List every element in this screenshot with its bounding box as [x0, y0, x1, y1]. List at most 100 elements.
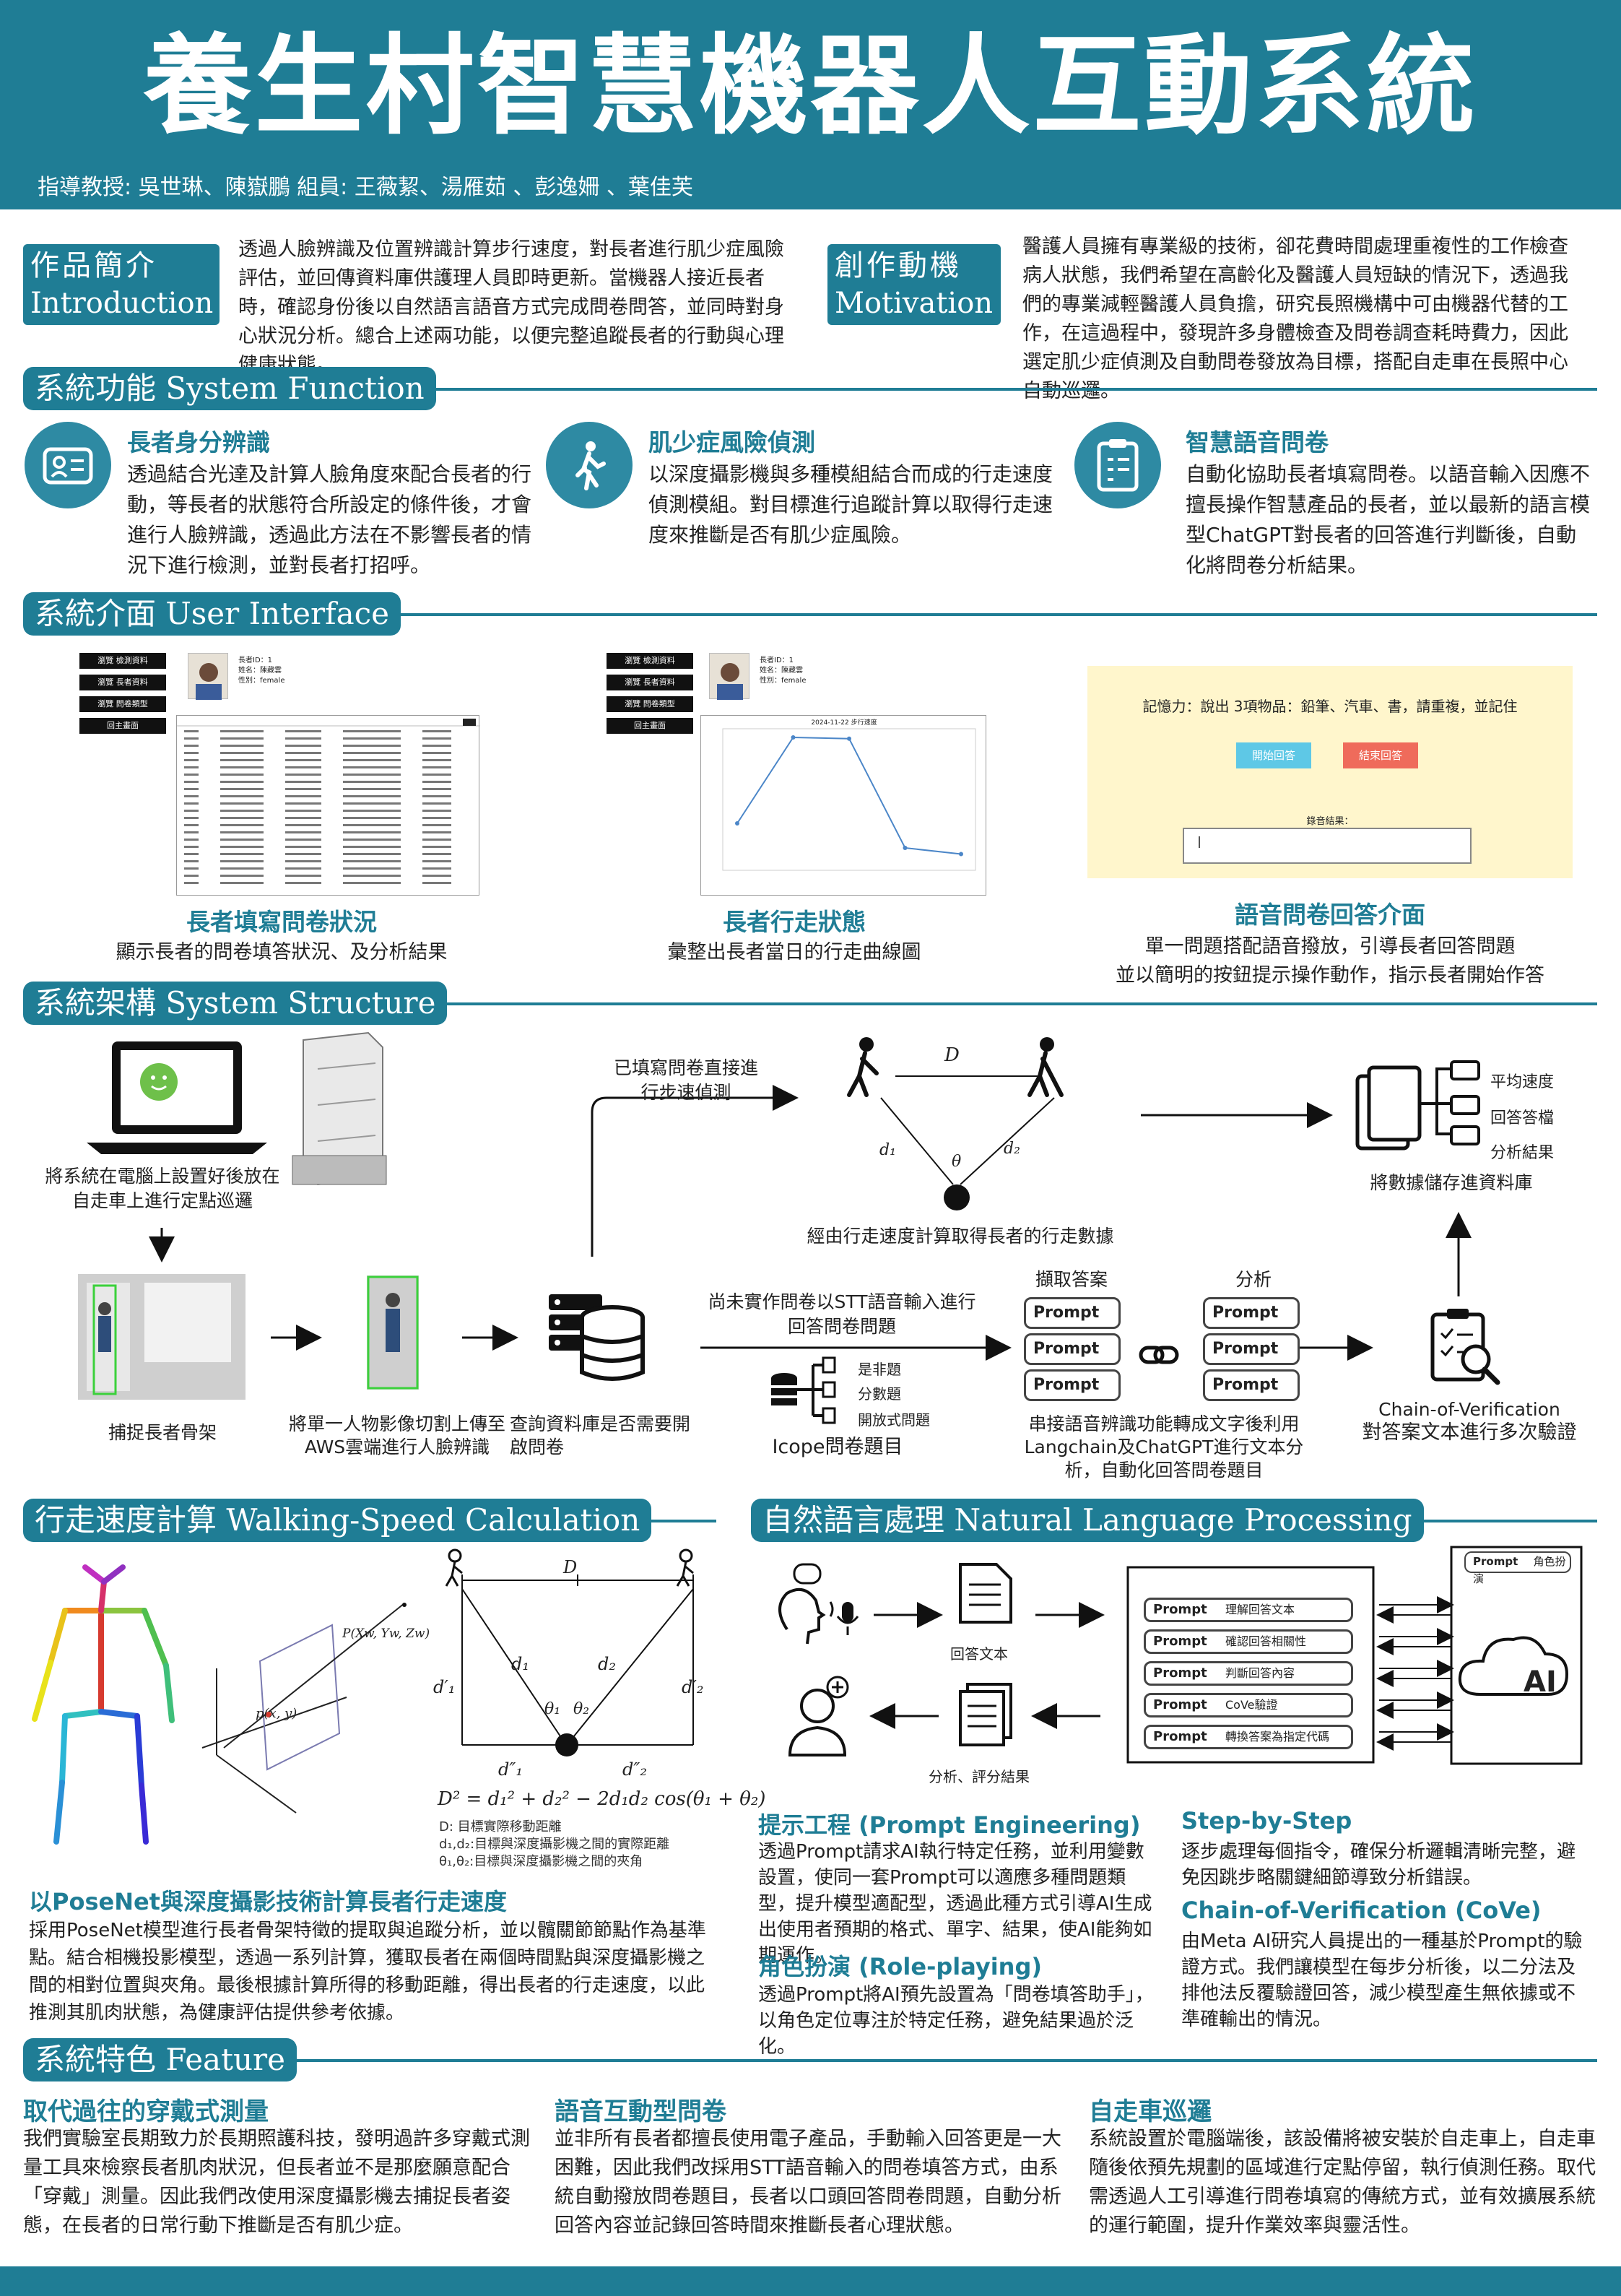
- ui-title-3: 語音問卷回答介面: [1235, 901, 1425, 929]
- image-point-label: p(x, y): [256, 1706, 297, 1721]
- profile-name-label: 姓名：: [238, 667, 260, 675]
- feature-title-3: 自走車巡邏: [1089, 2097, 1212, 2126]
- analysis-docs-icon: [959, 1683, 1012, 1746]
- prompt-text: Prompt: [1153, 1634, 1207, 1649]
- feature-text-2: 並非所有長者都擅長使用電子產品，手動輸入回答更是一大困難，因此我們改採用STT語…: [555, 2128, 1061, 2237]
- calc-d2-label: d₂: [598, 1654, 616, 1674]
- intro-text: 透過人臉辨識及位置辨識計算步行速度，對長者進行肌少症風險評估，並回傳資料庫供護理…: [238, 238, 784, 376]
- pe-title: 提示工程 (Prompt Engineering): [758, 1811, 1141, 1839]
- analyze-prompt-2: Prompt: [1203, 1333, 1300, 1365]
- poster-title: 養生村智慧機器人互動系統: [143, 24, 1478, 150]
- extract-prompt-1: Prompt: [1024, 1297, 1121, 1329]
- elder-photo-2: [709, 653, 749, 700]
- footer-bar: [0, 2266, 1621, 2296]
- motivation-tag: 創作動機 Motivation: [827, 244, 1001, 325]
- intro-tag-zh: 作品簡介: [30, 249, 157, 282]
- end-answer-button[interactable]: 結束回答: [1343, 742, 1418, 768]
- extract-label: 擷取答案: [1035, 1269, 1108, 1290]
- ui-caption-3b: 並以簡明的按鈕提示操作動作，指示長者開始作答: [1116, 964, 1544, 987]
- formula-legend: D: 目標實際移動距離 d₁,d₂:目標與深度攝影機之間的實際距離 θ₁,θ₂:…: [439, 1819, 669, 1871]
- nlp-diagram: [778, 1546, 1583, 1765]
- analyze-prompt-3: Prompt: [1203, 1369, 1300, 1401]
- ui-caption-1: 顯示長者的問卷填答狀況、及分析結果: [116, 941, 448, 963]
- db-caption: 將數據儲存進資料庫: [1370, 1172, 1533, 1193]
- walking-line-chart: [722, 728, 976, 871]
- cove-text: 由Meta AI研究人員提出的一種基於Prompt的驗證方式。我們讓模型在每步分…: [1181, 1931, 1583, 2030]
- formula-legend-1: D: 目標實際移動距離: [439, 1819, 562, 1834]
- formula-legend-2: d₁,d₂:目標與深度攝影機之間的實際距離: [439, 1837, 670, 1852]
- structure-heading: 系統架構 System Structure: [23, 982, 448, 1025]
- laptop-icon: [87, 1041, 267, 1154]
- database-files-icon: [1355, 1060, 1480, 1151]
- icope-true-false: 是非題: [858, 1361, 901, 1378]
- ui-title-1: 長者填寫問卷狀況: [186, 908, 377, 936]
- feature-heading: 系統特色 Feature: [23, 2038, 297, 2081]
- db-item-answers: 回答答檔: [1490, 1109, 1555, 1127]
- calc-d1pp-label: d″₁: [498, 1759, 523, 1780]
- ui-title-2: 長者行走狀態: [723, 908, 866, 936]
- recording-result-label: 錄音結果：: [1306, 816, 1354, 827]
- mini-btn-elders: 瀏覽 長者資料: [79, 675, 166, 690]
- prompt-text: Prompt: [1033, 1376, 1100, 1394]
- stt-label: 尚未實作問卷以STT語音輸入進行回答問卷問題: [708, 1291, 976, 1337]
- feature-title-1: 取代過往的穿戴式測量: [23, 2097, 269, 2126]
- mini-btn-types: 瀏覽 問卷類型: [79, 696, 166, 712]
- mini-btn-records-2: 瀏覽 檢測資料: [607, 653, 693, 669]
- prompt-text: Prompt: [1153, 1697, 1207, 1712]
- cove-caption-2: 對答案文本進行多次驗證: [1362, 1421, 1577, 1444]
- ui-caption-2: 彙整出長者當日的行走曲線圖: [667, 941, 921, 963]
- function-rule: [23, 388, 1597, 391]
- function-title-2: 肌少症風險偵測: [648, 428, 815, 456]
- laptop-caption: 將系統在電腦上設置好後放在自走車上進行定點巡邏: [45, 1166, 280, 1211]
- mini-btn-elders-2: 瀏覽 長者資料: [607, 675, 693, 690]
- voice-question: 記憶力：說出 3項物品：鉛筆、汽車、書，請重複，並記住: [1142, 698, 1518, 715]
- feature-text-3: 系統設置於電腦端後，該設備將被安裝於自走車上，自走車隨後依預先規劃的區域進行定點…: [1089, 2128, 1596, 2237]
- walking-subtitle: 以PoseNet與深度攝影技術計算長者行走速度: [29, 1888, 507, 1915]
- document-icon: [959, 1563, 1012, 1624]
- team-info: 指導教授: 吳世琳、陳嶽鵬 組員: 王薇絜、湯雁茹 、彭逸姍 、葉佳芙: [38, 175, 693, 200]
- extract-prompt-2: Prompt: [1024, 1333, 1121, 1365]
- database-server-icon: [549, 1294, 645, 1381]
- mini-btn-home: 回主畫面: [79, 718, 166, 734]
- prompt-text: Prompt: [1212, 1376, 1279, 1394]
- calc-t2-label: θ₂: [573, 1700, 590, 1718]
- calc-d1p-label: d′₁: [433, 1677, 456, 1697]
- role-prompt: Prompt 角色扮演: [1464, 1551, 1571, 1585]
- function-title-3: 智慧語音問卷: [1186, 428, 1329, 456]
- calc-d2pp-label: d″₂: [622, 1759, 647, 1780]
- questionnaire-screenshot: 瀏覽 檢測資料 瀏覽 長者資料 瀏覽 問卷類型 回主畫面 長者ID：1 姓名：陳…: [72, 649, 491, 898]
- step-prompt-2: Prompt 確認回答相關性: [1144, 1629, 1353, 1654]
- feature-text-1: 我們實驗室長期致力於長期照護科技，發明過許多穿戴式測量工具來檢察長者肌肉狀況，但…: [23, 2128, 530, 2237]
- step-label-1: 理解回答文本: [1225, 1603, 1295, 1616]
- top-D-label: D: [944, 1044, 960, 1066]
- profile-block: 長者ID：1 姓名：陳藏雲 性別：female: [238, 656, 284, 686]
- step-prompt-4: Prompt CoVe驗證: [1144, 1693, 1353, 1717]
- top-d1-label: d₁: [879, 1141, 896, 1159]
- walking-point-3: [903, 846, 908, 850]
- capture-caption: 捕捉長者骨架: [108, 1422, 217, 1443]
- formula-legend-3: θ₁,θ₂:目標與深度攝影機之間的夾角: [439, 1854, 643, 1869]
- profile-gender-label: 性別：: [238, 677, 260, 685]
- db-item-results: 分析結果: [1490, 1144, 1555, 1162]
- nurse-icon: [788, 1676, 849, 1756]
- analysis-result-label: 分析、評分結果: [929, 1768, 1030, 1785]
- start-answer-button[interactable]: 開始回答: [1236, 742, 1311, 768]
- calc-d1-label: d₁: [511, 1654, 529, 1674]
- walking-point-1: [791, 735, 796, 740]
- sbs-text: 逐步處理每個指令，確保分析邏輯清晰完整，避免因跳步略關鍵細節導致分析錯誤。: [1181, 1841, 1576, 1889]
- top-theta-label: θ: [952, 1153, 962, 1171]
- step-label-4: CoVe驗證: [1225, 1698, 1278, 1712]
- walking-speed-figure-top: [847, 1037, 1064, 1210]
- function-title-1: 長者身分辨識: [127, 428, 270, 456]
- prompt-text: Prompt: [1033, 1340, 1100, 1358]
- recording-result-box[interactable]: [1183, 828, 1472, 864]
- feature-rule: [23, 2059, 1597, 2062]
- pe-text: 透過Prompt請求AI執行特定任務，並利用變數設置，使同一套Prompt可以適…: [758, 1841, 1152, 1967]
- feature-title-2: 語音互動型問卷: [555, 2097, 726, 2126]
- step-label-2: 確認回答相關性: [1225, 1634, 1307, 1648]
- role-label: 角色扮演: [1473, 1555, 1566, 1585]
- clipboard-icon: [1074, 422, 1161, 508]
- cove-title: Chain-of-Verification (CoVe): [1181, 1897, 1542, 1924]
